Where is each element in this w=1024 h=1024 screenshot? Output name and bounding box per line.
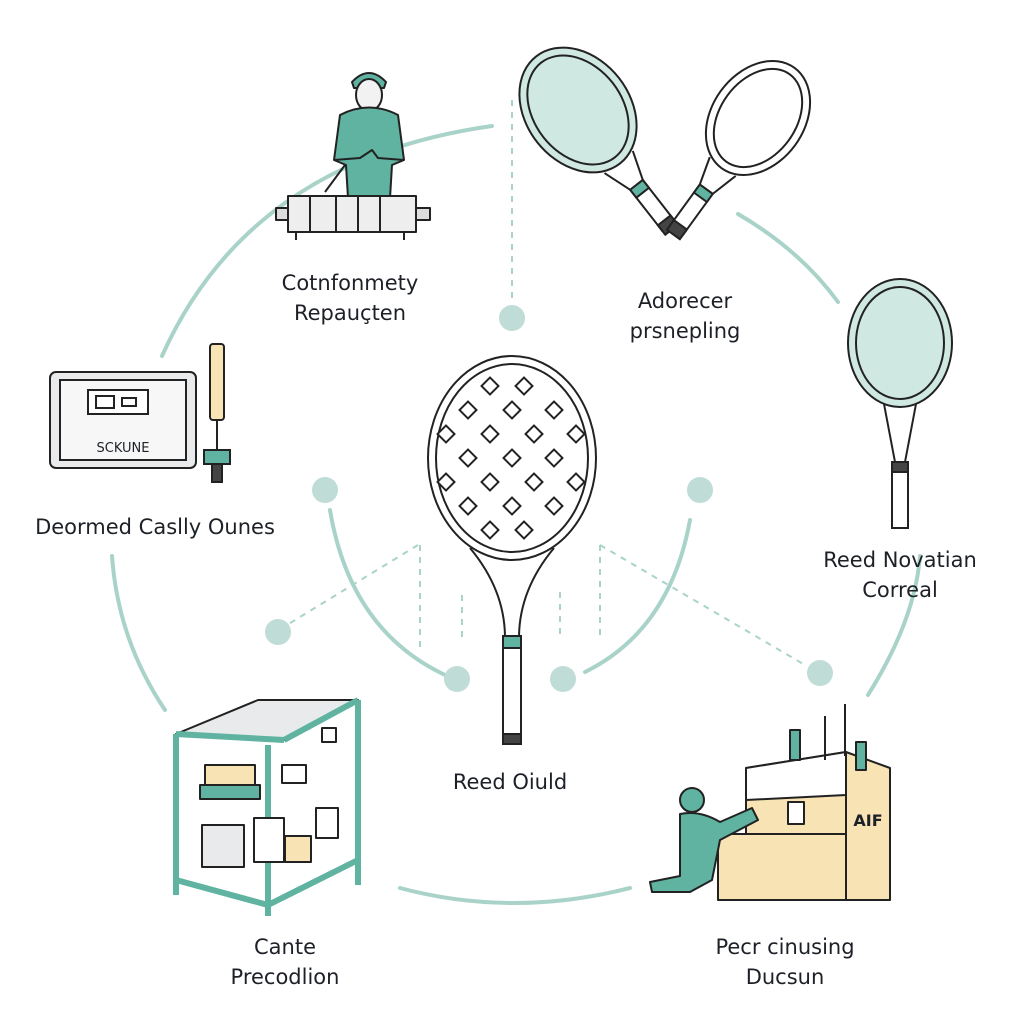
screen-monitor-icon xyxy=(49,343,231,483)
label-line: Adorecer xyxy=(637,289,733,313)
step-label-bottom-right: Pecr cinusing Ducsun xyxy=(660,932,910,992)
badge-text: AIF xyxy=(853,811,882,830)
label-line: Pecr cinusing xyxy=(715,935,855,959)
dashed-connectors xyxy=(281,100,806,666)
dot-far-right xyxy=(807,660,833,686)
dash-left-diag xyxy=(281,544,419,629)
dash-right-diag xyxy=(599,544,806,666)
label-line: Ducsun xyxy=(745,965,825,989)
dot-far-left xyxy=(265,619,291,645)
label-line: Precodlion xyxy=(230,965,340,989)
label-line: Deormed Caslly Ounes xyxy=(35,515,275,539)
technician-at-workbench-icon xyxy=(275,72,431,240)
label-line: Repauçten xyxy=(293,301,407,325)
node-dots xyxy=(265,305,833,692)
label-line: Cante xyxy=(254,935,316,959)
step-label-left: Deormed Caslly Ounes xyxy=(10,512,300,542)
label-line: Correal xyxy=(862,578,938,602)
step-label-top-left: Cotnfonmety Repauçten xyxy=(230,268,470,328)
step-label-bottom-left: Cante Precodlion xyxy=(170,932,400,992)
step-label-right: Reed Novatian Correal xyxy=(790,545,1010,605)
dot-inner-right xyxy=(550,666,576,692)
inner-arc-left xyxy=(328,508,447,677)
ring-arc-right xyxy=(866,554,922,697)
dot-top xyxy=(499,305,525,331)
machine-frame-icon xyxy=(173,697,361,916)
worker-at-counter-icon xyxy=(649,704,891,901)
dot-inner-left xyxy=(444,666,470,692)
step-label-top-right: Adorecer prsnepling xyxy=(560,286,810,346)
step-label-center: Reed Oiuld xyxy=(400,767,620,797)
inner-arc-right xyxy=(583,518,692,674)
ring-arc-left xyxy=(110,554,167,712)
dot-right xyxy=(687,477,713,503)
ring-arc-right-top xyxy=(736,212,840,304)
dot-left xyxy=(312,477,338,503)
inner-ring xyxy=(328,508,692,677)
central-racket-icon xyxy=(427,355,597,745)
single-racket-icon xyxy=(847,278,953,529)
screen-text: SCKUNE xyxy=(97,441,150,456)
label-line: prsnepling xyxy=(629,319,741,343)
ring-arc-bottom xyxy=(398,886,632,905)
label-line: Reed Oiuld xyxy=(452,770,568,794)
label-line: Reed Novatian xyxy=(823,548,977,572)
crossed-rackets-icon xyxy=(518,46,812,241)
label-line: Cotnfonmety xyxy=(281,271,419,295)
